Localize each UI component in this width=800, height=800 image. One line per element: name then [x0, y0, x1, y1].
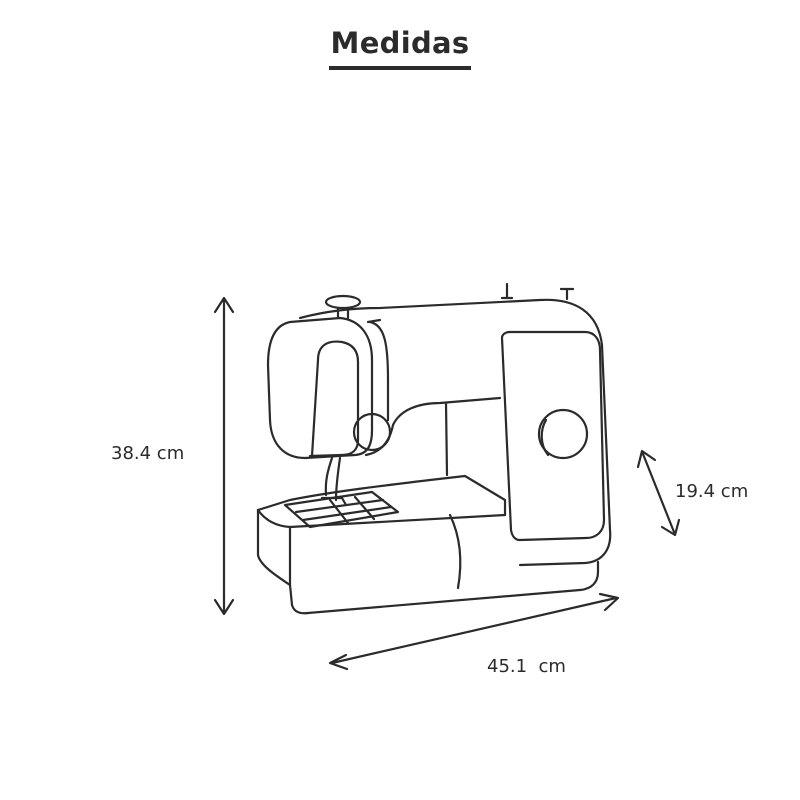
- thread-guide-cap: [366, 318, 382, 324]
- thread-guide: [368, 320, 390, 422]
- machine-arch: [391, 396, 502, 427]
- machine-pillar: [444, 401, 449, 477]
- page-title: Medidas: [330, 26, 470, 60]
- top-knob: [324, 294, 362, 310]
- title-underline: [329, 66, 471, 70]
- sewing-machine-illustration: [256, 282, 612, 615]
- width-label: 45.1 cm: [487, 656, 566, 677]
- machine-base-top: [256, 474, 507, 517]
- accessory-box-seam: [448, 513, 462, 590]
- selector-dial-rim: [540, 418, 550, 457]
- machine-arm-outline: [298, 298, 612, 567]
- depth-label: 19.4 cm: [675, 481, 749, 502]
- needle-plate-line-2: [301, 505, 393, 522]
- needle-plate-line-1: [294, 498, 385, 514]
- spool-pin-1: [500, 282, 514, 300]
- width-dimension-arrow: [328, 592, 620, 671]
- depth-dimension-arrow: [636, 449, 681, 537]
- needle-plate: [283, 490, 400, 529]
- spool-pin-2: [559, 287, 575, 301]
- side-panel: [500, 330, 606, 542]
- needle-plate-slot-1: [328, 498, 350, 525]
- needle-plate-slot-2: [353, 495, 376, 521]
- selector-dial: [537, 408, 589, 460]
- machine-base-edge: [256, 508, 507, 529]
- hand-knob: [352, 412, 392, 452]
- top-knob-stem: [336, 306, 350, 320]
- machine-head-face: [308, 340, 360, 458]
- machine-base-front: [256, 508, 600, 615]
- machine-head-face-inner: [310, 358, 320, 458]
- height-dimension-arrow: [213, 296, 235, 616]
- height-label: 38.4 cm: [111, 443, 185, 464]
- machine-head: [266, 316, 374, 460]
